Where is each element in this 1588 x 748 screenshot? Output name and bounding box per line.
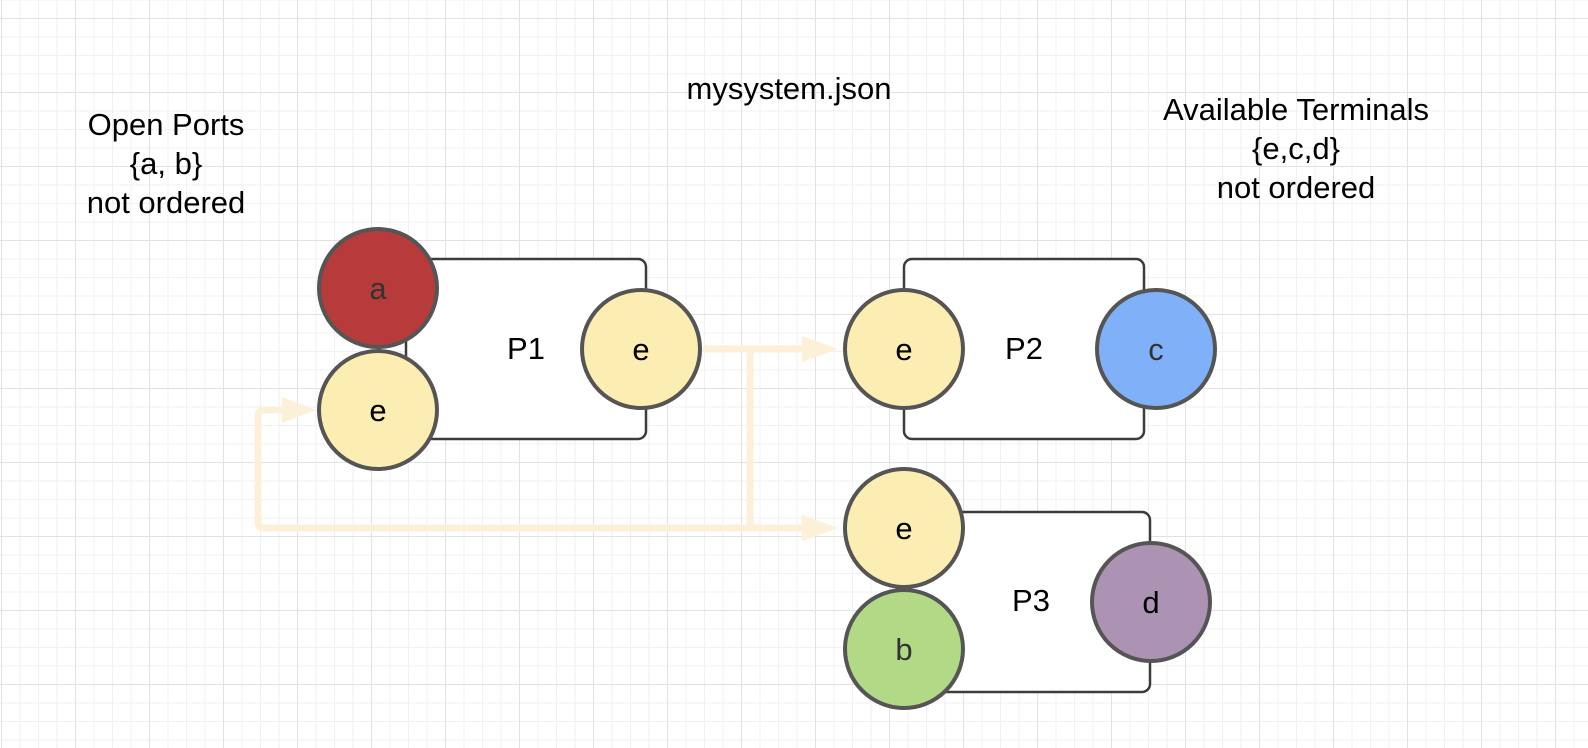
port-e-p2-circle[interactable] <box>843 288 965 410</box>
available-terminals-heading: Available Terminals <box>1163 92 1429 127</box>
process-p1[interactable]: P1 a e e <box>317 227 702 471</box>
port-a-label: a <box>369 271 387 306</box>
port-e-p1-output[interactable]: e <box>580 288 702 410</box>
process-p2-label: P2 <box>1005 331 1043 366</box>
connector-p1-to-p3 <box>746 345 806 532</box>
port-d-circle[interactable] <box>1090 541 1212 663</box>
connector-feedback-to-p1-arrow <box>282 397 316 423</box>
port-e-p3-label: e <box>895 511 912 546</box>
process-p3[interactable]: P3 e b d <box>843 467 1212 710</box>
connector-p1-to-p2-arrow <box>802 336 838 362</box>
open-ports-note: not ordered <box>86 185 246 220</box>
process-p2[interactable]: P2 e c <box>843 257 1217 441</box>
connector-p1-to-p3-arrow <box>802 515 838 541</box>
port-c[interactable]: c <box>1095 288 1217 410</box>
connectors <box>254 336 838 541</box>
port-c-circle[interactable] <box>1095 288 1217 410</box>
diagram-title: mysystem.json <box>629 69 949 108</box>
open-ports-label: Open Ports {a, b} not ordered <box>44 105 288 222</box>
port-e-p2[interactable]: e <box>843 288 965 410</box>
port-b[interactable]: b <box>843 588 965 710</box>
available-terminals-note: not ordered <box>1216 170 1376 205</box>
available-terminals-label: Available Terminals {e,c,d} not ordered <box>1120 90 1472 207</box>
open-ports-set: {a, b} <box>129 146 203 181</box>
connector-feedback-to-p1 <box>254 406 754 532</box>
port-a-circle[interactable] <box>317 227 439 349</box>
port-e-p2-label: e <box>895 332 912 367</box>
port-a[interactable]: a <box>317 227 439 349</box>
port-e-p1-output-circle[interactable] <box>580 288 702 410</box>
port-e-p3-circle[interactable] <box>843 467 965 589</box>
port-d-label: d <box>1142 585 1159 620</box>
process-p3-label: P3 <box>1012 583 1050 618</box>
port-b-label: b <box>895 632 912 667</box>
port-e-p1-input-label: e <box>369 393 386 428</box>
port-c-label: c <box>1148 332 1164 367</box>
available-terminals-set: {e,c,d} <box>1252 131 1340 166</box>
port-d[interactable]: d <box>1090 541 1212 663</box>
diagram-title-text: mysystem.json <box>686 71 892 106</box>
port-e-p3[interactable]: e <box>843 467 965 589</box>
port-e-p1-input[interactable]: e <box>317 349 439 471</box>
process-p1-label: P1 <box>507 331 545 366</box>
port-b-circle[interactable] <box>843 588 965 710</box>
open-ports-heading: Open Ports <box>87 107 245 142</box>
port-e-p1-output-label: e <box>632 332 649 367</box>
port-e-p1-input-circle[interactable] <box>317 349 439 471</box>
